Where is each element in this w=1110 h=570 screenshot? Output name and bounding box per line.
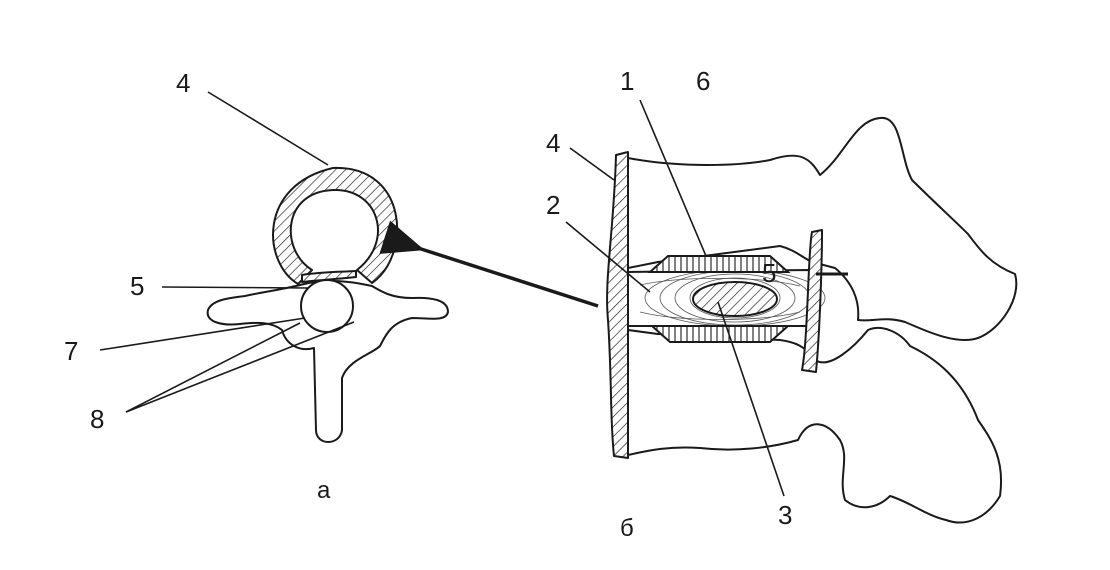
leader-a-7 <box>99 317 306 351</box>
vertebra-a-outline <box>206 280 449 443</box>
ligament-plate <box>301 270 357 283</box>
endplate-upper <box>647 255 791 273</box>
caption-a: а <box>317 477 331 504</box>
spinal-cord-circle <box>300 279 354 333</box>
leader-b-4 <box>569 147 615 181</box>
label-b-6: 6 <box>696 66 710 96</box>
label-a-8: 8 <box>90 404 104 434</box>
leader-b-2 <box>565 221 651 293</box>
label-a-4: 4 <box>176 68 190 98</box>
nucleus-pulposus <box>692 281 778 317</box>
arrow-b-to-a <box>379 220 599 308</box>
vertebra-b-lower <box>627 327 1002 524</box>
endplate-lower <box>649 325 791 343</box>
leader-a-8b <box>125 321 355 413</box>
label-b-1: 1 <box>620 66 634 96</box>
figure-a: 4 5 7 8 а <box>64 68 449 504</box>
leader-a-4 <box>207 91 329 166</box>
vertebra-b-upper <box>627 116 1018 341</box>
figure-b: 1 6 4 2 5 3 б <box>546 66 1018 542</box>
posterior-ligament <box>801 229 823 373</box>
caption-b: б <box>620 515 634 542</box>
label-b-5: 5 <box>762 258 776 288</box>
anterior-ligament-strip <box>606 151 629 459</box>
leader-a-8a <box>125 322 301 413</box>
label-b-3: 3 <box>778 500 792 530</box>
leader-b-3 <box>717 301 785 497</box>
label-a-7: 7 <box>64 336 78 366</box>
label-a-5: 5 <box>130 271 144 301</box>
label-b-4: 4 <box>546 128 560 158</box>
label-b-2: 2 <box>546 190 560 220</box>
vertebral-arch-hatched <box>272 166 399 285</box>
leader-a-5 <box>161 286 309 289</box>
leader-b-1 <box>639 99 707 257</box>
